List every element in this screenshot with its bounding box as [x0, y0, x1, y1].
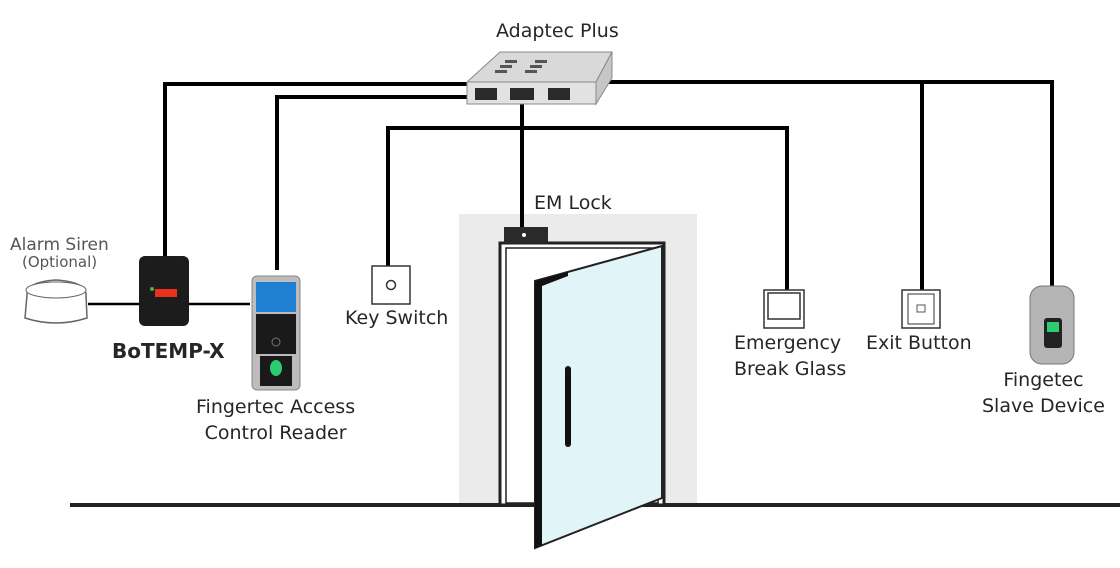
break-glass-device [763, 289, 805, 329]
door-leaf [534, 244, 663, 550]
wire-slave [596, 80, 1054, 288]
alarm-siren-icon [24, 279, 88, 324]
slave-label-line1: Fingetec [1003, 369, 1084, 391]
break-glass-label: Emergency Break Glass [734, 330, 846, 382]
wire-botemp [163, 82, 468, 258]
botemp-label: BoTEMP-X [112, 339, 225, 363]
alarm-siren-sublabel: (Optional) [22, 253, 98, 271]
break-glass-label-line2: Break Glass [734, 358, 847, 380]
reader-label: Fingertec Access Control Reader [196, 394, 355, 446]
botemp-device [139, 256, 189, 326]
exit-button-device [901, 289, 941, 329]
wires [88, 80, 1054, 306]
alarm-siren-label: Alarm Siren [10, 235, 109, 255]
em-lock-label: EM Lock [534, 192, 612, 214]
key-switch-label: Key Switch [345, 307, 449, 329]
slave-device [1029, 285, 1075, 365]
wire-reader [275, 95, 468, 270]
exit-button-label: Exit Button [866, 332, 972, 354]
access-reader-device [251, 275, 301, 391]
adaptec-plus-device [465, 51, 613, 106]
adaptec-plus-label: Adaptec Plus [496, 20, 619, 42]
slave-label: Fingetec Slave Device [982, 367, 1105, 419]
slave-label-line2: Slave Device [982, 395, 1105, 417]
reader-label-line2: Control Reader [204, 422, 347, 444]
key-switch-device [371, 265, 411, 305]
wire-keyswitch-breakglass [386, 126, 789, 292]
reader-label-line1: Fingertec Access [196, 396, 356, 418]
break-glass-label-line1: Emergency [734, 332, 842, 354]
